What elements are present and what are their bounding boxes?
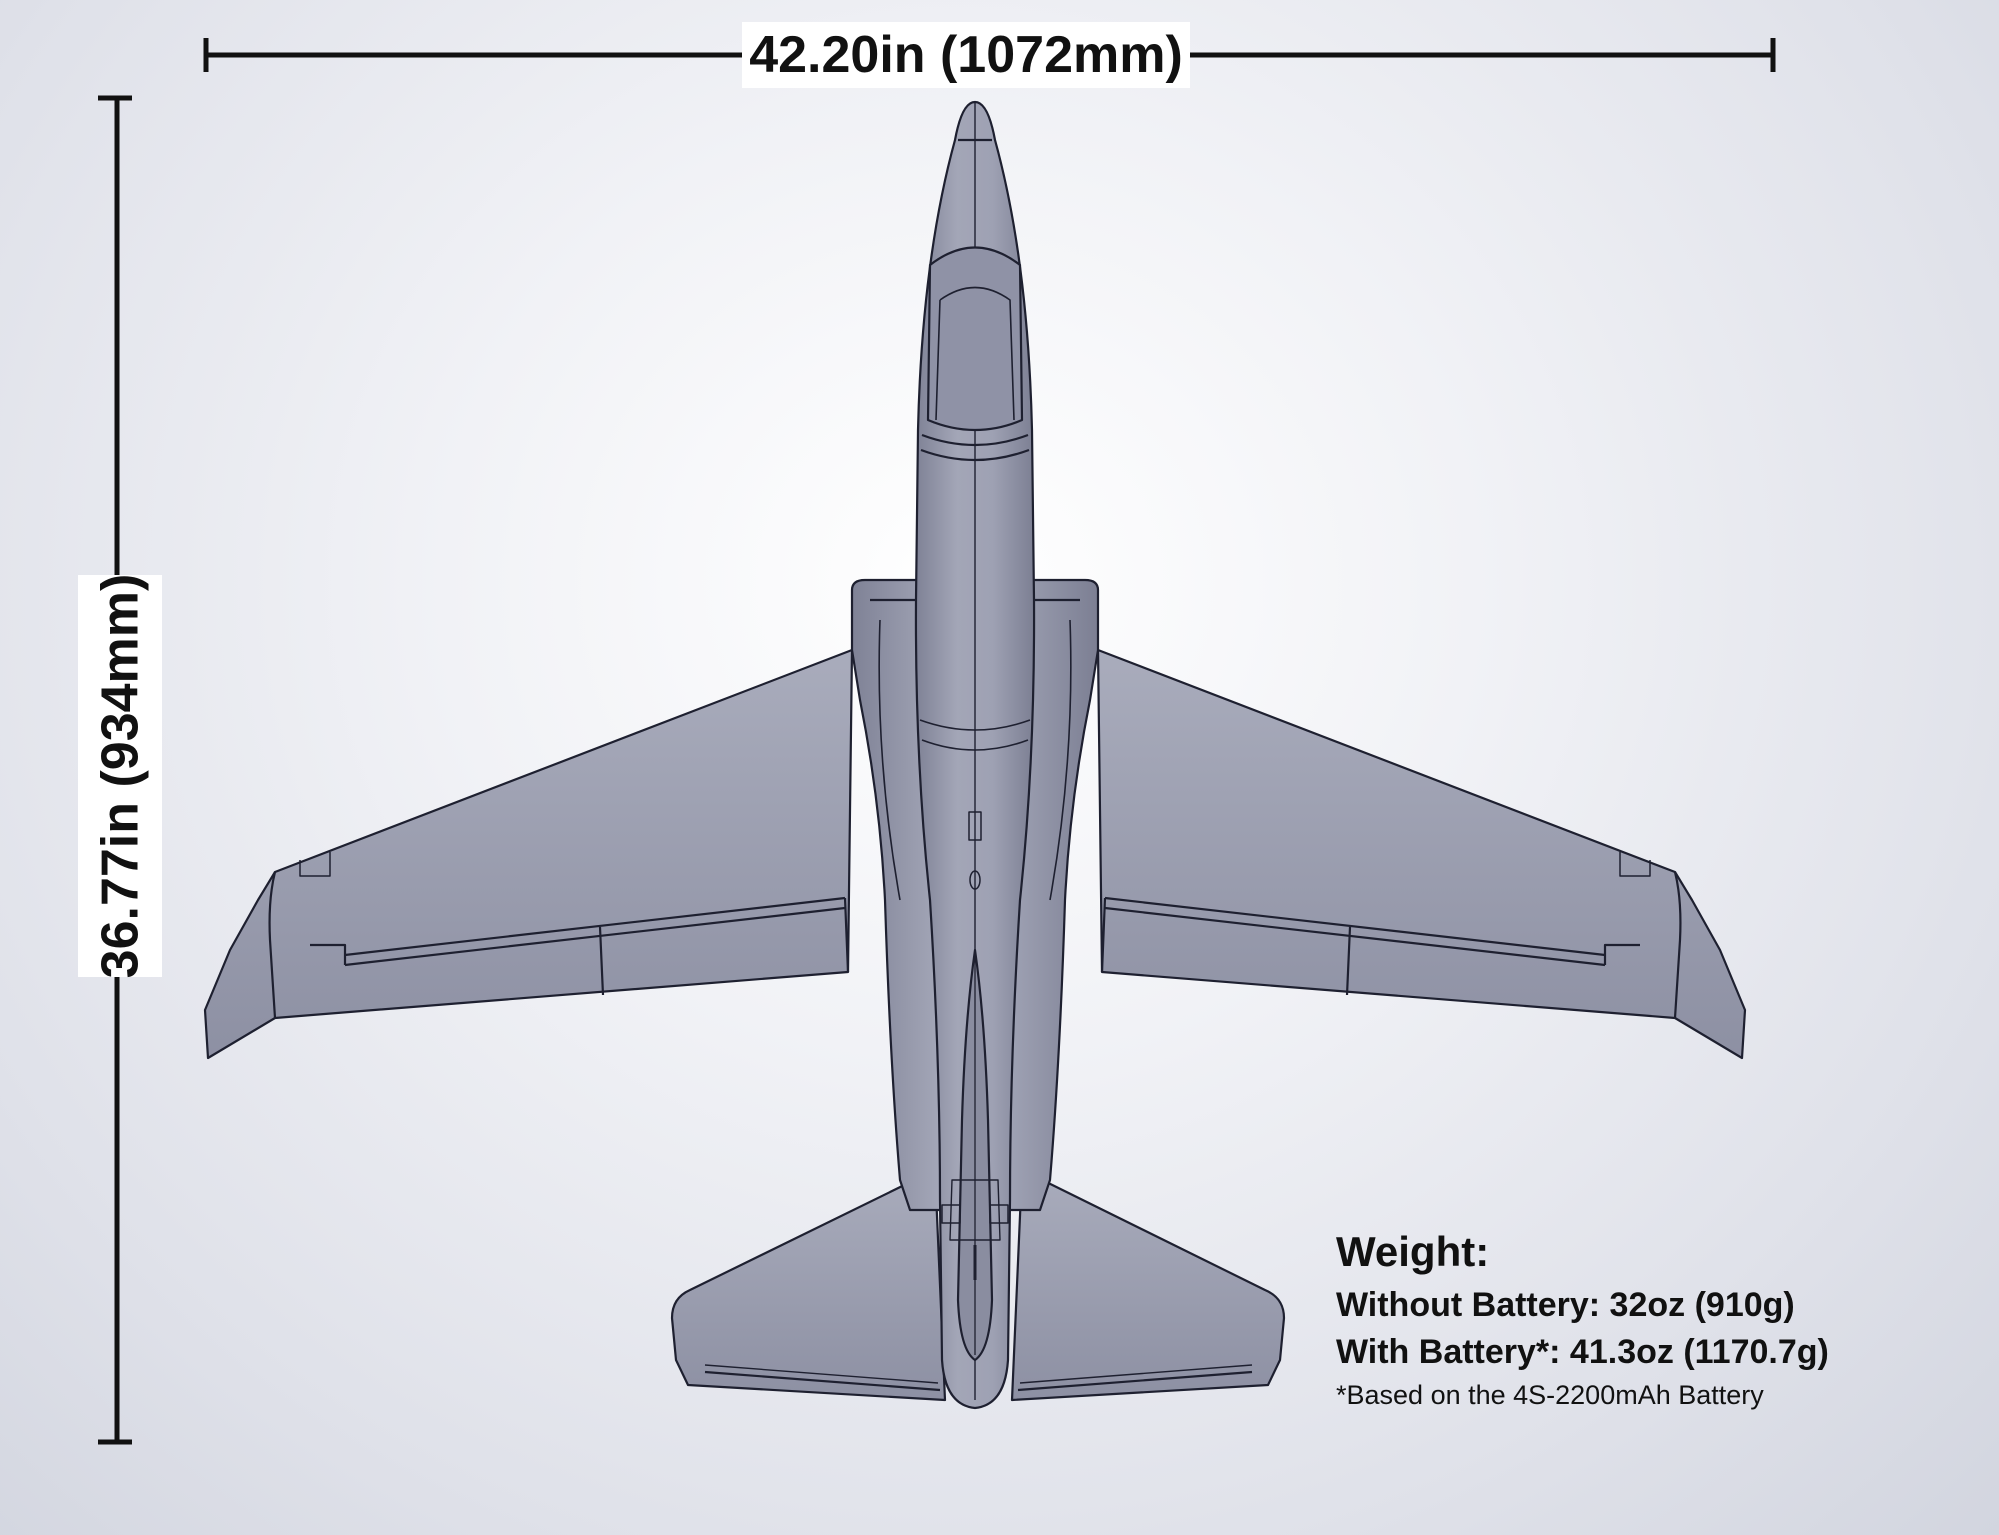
canopy <box>926 246 1024 432</box>
length-dimension-text: 36.77in (934mm) <box>91 573 149 979</box>
right-wing <box>1096 648 1747 1060</box>
right-horizontal-stabilizer <box>1010 1168 1286 1402</box>
left-wing <box>203 648 854 1060</box>
wingspan-dimension <box>203 38 1776 72</box>
weight-without-battery: Without Battery: 32oz (910g) <box>1336 1286 1795 1324</box>
length-dimension <box>98 95 132 1445</box>
length-dimension-label: 36.77in (934mm) <box>78 573 162 979</box>
jet-aircraft-top-view <box>203 100 1747 1410</box>
left-horizontal-stabilizer <box>670 1168 947 1402</box>
wingspan-dimension-label: 42.20in (1072mm) <box>742 22 1190 88</box>
weight-info-panel: Weight: Without Battery: 32oz (910g) Wit… <box>1336 1228 1829 1411</box>
weight-with-battery: With Battery*: 41.3oz (1170.7g) <box>1336 1333 1829 1371</box>
battery-footnote: *Based on the 4S-2200mAh Battery <box>1336 1380 1764 1410</box>
weight-title: Weight: <box>1336 1228 1490 1275</box>
